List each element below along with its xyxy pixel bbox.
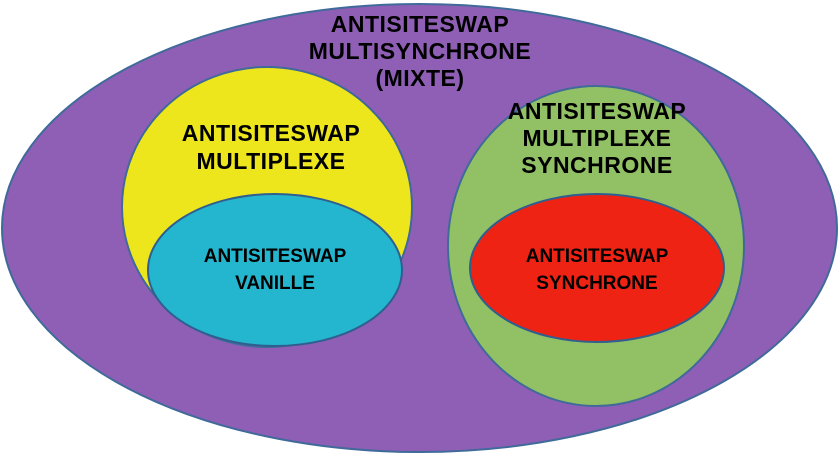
right-label-line-3: SYNCHRONE [521,152,672,178]
outer-label-line-2: MULTISYNCHRONE [309,38,532,64]
right-inner-set-label: ANTISITESWAP SYNCHRONE [526,246,669,294]
right-inner-label-line-1: ANTISITESWAP [526,246,669,267]
left-inner-set-ellipse [147,193,403,347]
right-label-line-2: MULTIPLEXE [523,125,672,151]
left-inner-set-label: ANTISITESWAP VANILLE [204,246,347,294]
right-inner-set-ellipse [469,193,725,343]
outer-label-line-3: (MIXTE) [375,65,464,91]
outer-set-label: ANTISITESWAP MULTISYNCHRONE (MIXTE) [309,11,532,91]
left-label-line-2: MULTIPLEXE [197,148,346,174]
left-set-label: ANTISITESWAP MULTIPLEXE [182,120,361,174]
left-inner-label-line-2: VANILLE [235,273,315,294]
left-inner-label-line-1: ANTISITESWAP [204,246,347,267]
left-label-line-1: ANTISITESWAP [182,120,361,146]
right-label-line-1: ANTISITESWAP [508,98,687,124]
outer-label-line-1: ANTISITESWAP [331,11,510,37]
right-set-label: ANTISITESWAP MULTIPLEXE SYNCHRONE [508,98,687,178]
right-inner-label-line-2: SYNCHRONE [536,273,657,294]
